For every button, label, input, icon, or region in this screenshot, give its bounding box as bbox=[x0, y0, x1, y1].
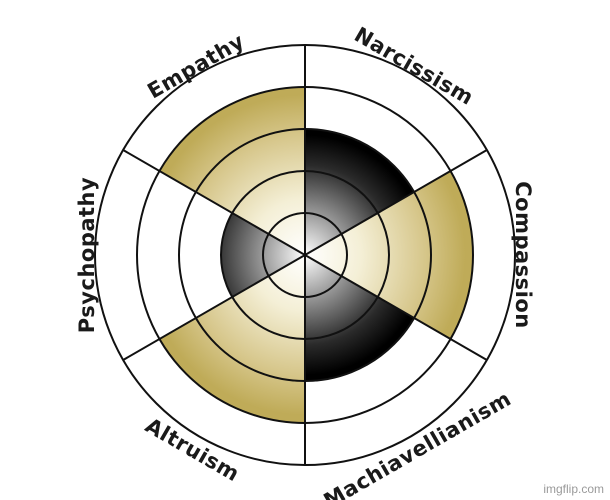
trait-label-machiavellianism: Machiavellianism bbox=[320, 386, 516, 500]
trait-label-narcissism: Narcissism bbox=[350, 22, 477, 109]
sector-fill-empathy bbox=[159, 87, 305, 255]
trait-label-empathy: Empathy bbox=[143, 29, 248, 104]
sector-dividers bbox=[122, 45, 488, 465]
watermark-text: imgflip.com bbox=[543, 482, 604, 496]
sector-fill-altruism bbox=[159, 255, 305, 423]
sector-divider bbox=[122, 149, 488, 361]
trait-label-compassion: Compassion bbox=[511, 181, 535, 329]
trait-label-psychopathy: Psychopathy bbox=[75, 177, 99, 333]
